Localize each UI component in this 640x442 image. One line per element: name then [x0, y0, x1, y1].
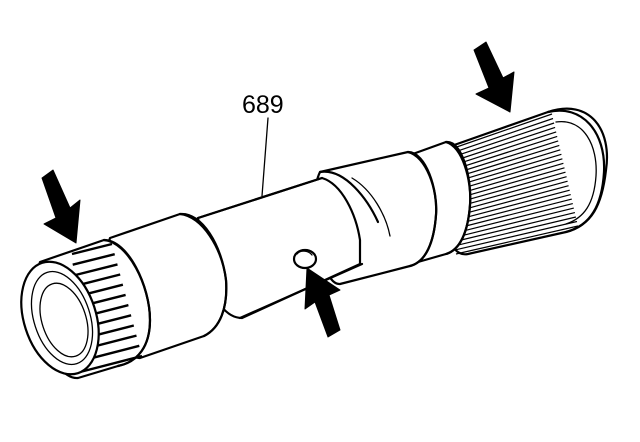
- spline-tooth: [455, 225, 579, 255]
- spline-tooth: [452, 180, 568, 213]
- spline-tooth: [73, 263, 118, 277]
- spline-tooth: [448, 122, 555, 159]
- spline-tooth: [447, 113, 553, 151]
- spline-tooth: [79, 354, 143, 374]
- spline-tooth: [71, 242, 113, 256]
- arrow-icon: [41, 169, 81, 244]
- spline-tooth: [448, 117, 554, 155]
- spline-tooth: [454, 207, 574, 238]
- spline-tooth: [455, 220, 578, 251]
- spline-tooth: [72, 253, 115, 266]
- spline-tooth: [453, 198, 572, 230]
- arrow-icon: [304, 267, 341, 338]
- spline-tooth: [449, 135, 558, 172]
- spline-tooth: [449, 140, 559, 176]
- spline-tooth: [453, 189, 570, 222]
- input-shaft: [20, 107, 609, 380]
- oil-hole: [292, 248, 318, 270]
- spline-tooth: [448, 126, 556, 164]
- spline-tooth: [454, 203, 573, 234]
- spline-tooth: [452, 185, 569, 218]
- part-number-label: 689: [242, 91, 284, 119]
- callout-leader-line: [261, 117, 269, 197]
- spline-tooth: [452, 176, 567, 209]
- spline-tooth: [449, 131, 557, 168]
- arrow-icon: [473, 41, 515, 113]
- right-spline-gear: [438, 107, 609, 256]
- spline-tooth: [454, 212, 576, 243]
- left-end-face: [20, 260, 100, 376]
- spline-tooth: [453, 194, 571, 226]
- spline-tooth: [455, 216, 577, 247]
